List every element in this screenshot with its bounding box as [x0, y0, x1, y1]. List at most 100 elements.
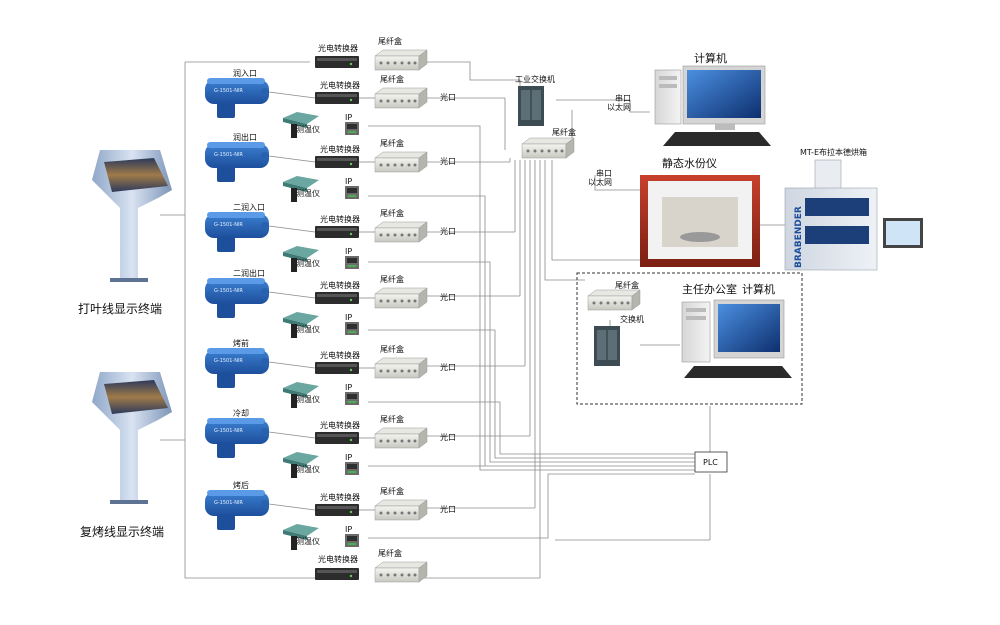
fiber-box-label: 尾纤盒 [380, 274, 404, 284]
converter [315, 292, 359, 304]
ip-module [345, 256, 359, 269]
computer-label: 计算机 [694, 51, 727, 65]
sensor-wire [268, 431, 316, 439]
ip-label: IP [345, 177, 352, 186]
thermometer-label: 测温仪 [296, 465, 320, 474]
thermometer-label: 测温仪 [296, 325, 320, 334]
fiber-box [374, 287, 428, 309]
thermometer-label: 测温仪 [296, 189, 320, 198]
bottom-box-label: 尾纤盒 [378, 548, 402, 558]
sensor-wire [268, 225, 316, 233]
station-name: 润入口 [233, 68, 257, 78]
plc-box [694, 451, 728, 473]
port-label: 光口 [440, 292, 456, 302]
converter-label: 光电转换器 [320, 144, 360, 154]
top-fiber-box [374, 49, 428, 71]
thermometer-label: 测温仪 [296, 537, 320, 546]
analyzer-port-serial: 串口 [596, 169, 612, 178]
sensor [205, 418, 269, 458]
kiosk-print-line [92, 150, 172, 282]
port-label: 光口 [440, 504, 456, 514]
sensor-model: G-1501-NIR [214, 428, 243, 434]
converter-label: 光电转换器 [320, 80, 360, 90]
sensor [205, 212, 269, 252]
wiring [160, 61, 790, 579]
station-name: 冷却 [233, 408, 249, 418]
converter-label: 光电转换器 [320, 492, 360, 502]
top-converter-label: 光电转换器 [318, 43, 358, 53]
oven-brand: BRABENDER [794, 206, 804, 268]
analyzer-port-ethernet: 以太网 [588, 177, 612, 187]
fiber-box [374, 357, 428, 379]
converter-label: 光电转换器 [320, 420, 360, 430]
fiber-box [374, 151, 428, 173]
port-label: 光口 [440, 92, 456, 102]
office-label: 主任办公室 [682, 282, 737, 296]
fiber-box-label: 尾纤盒 [380, 208, 404, 218]
plc-label: PLC [703, 458, 718, 467]
ip-module [345, 534, 359, 547]
oven [784, 159, 923, 271]
sensor [205, 348, 269, 388]
station-name: 润出口 [233, 132, 257, 142]
station-name: 烤后 [233, 480, 249, 490]
fiber-box-label: 尾纤盒 [380, 344, 404, 354]
ip-label: IP [345, 113, 352, 122]
fiber-box-label: 尾纤盒 [380, 486, 404, 496]
converter [315, 432, 359, 444]
office-computer-label: 计算机 [742, 282, 775, 296]
office-computer [681, 299, 792, 378]
office-fiber-box [587, 289, 641, 311]
converter [315, 92, 359, 104]
sensor-model: G-1501-NIR [214, 288, 243, 294]
fiber-box [374, 221, 428, 243]
sensor-wire [268, 503, 316, 511]
ip-module [345, 462, 359, 475]
fiber-box-label: 尾纤盒 [380, 74, 404, 84]
ip-label: IP [345, 383, 352, 392]
top-box-label: 尾纤盒 [378, 36, 402, 46]
sensor-model: G-1501-NIR [214, 358, 243, 364]
sensor-model: G-1501-NIR [214, 222, 243, 228]
ip-module [345, 392, 359, 405]
computer [654, 65, 771, 146]
kiosk-label-2: 复烤线显示终端 [80, 524, 164, 539]
sensor-wire [268, 91, 316, 99]
bottom-fiber-box [374, 561, 428, 583]
converter [315, 156, 359, 168]
sensor-model: G-1501-NIR [214, 500, 243, 506]
station-name: 烤前 [233, 338, 249, 348]
top-converter [315, 56, 359, 68]
switch-label: 工业交换机 [515, 74, 555, 84]
fiber-box [374, 427, 428, 449]
stations: 润入口G-1501-NIR光电转换器尾纤盒光口测温仪IP润出口G-1501-NI… [205, 68, 456, 550]
thermometer-label: 测温仪 [296, 125, 320, 134]
sensor [205, 142, 269, 182]
port-label: 光口 [440, 432, 456, 442]
sensor [205, 278, 269, 318]
ip-label: IP [345, 453, 352, 462]
converter-label: 光电转换器 [320, 280, 360, 290]
analyzer-label: 静态水份仪 [662, 156, 717, 170]
industrial-switch [518, 86, 544, 126]
converter [315, 504, 359, 516]
ip-label: IP [345, 313, 352, 322]
bottom-converter-label: 光电转换器 [318, 554, 358, 564]
thermometer-label: 测温仪 [296, 395, 320, 404]
ip-label: IP [345, 247, 352, 256]
fiber-box-label: 尾纤盒 [380, 138, 404, 148]
kiosk-redry-line [92, 372, 172, 504]
ip-label: IP [345, 525, 352, 534]
port-label: 光口 [440, 362, 456, 372]
moisture-analyzer [640, 175, 760, 267]
computer-port-ethernet: 以太网 [607, 102, 631, 112]
switch-box-label: 尾纤盒 [552, 127, 576, 137]
